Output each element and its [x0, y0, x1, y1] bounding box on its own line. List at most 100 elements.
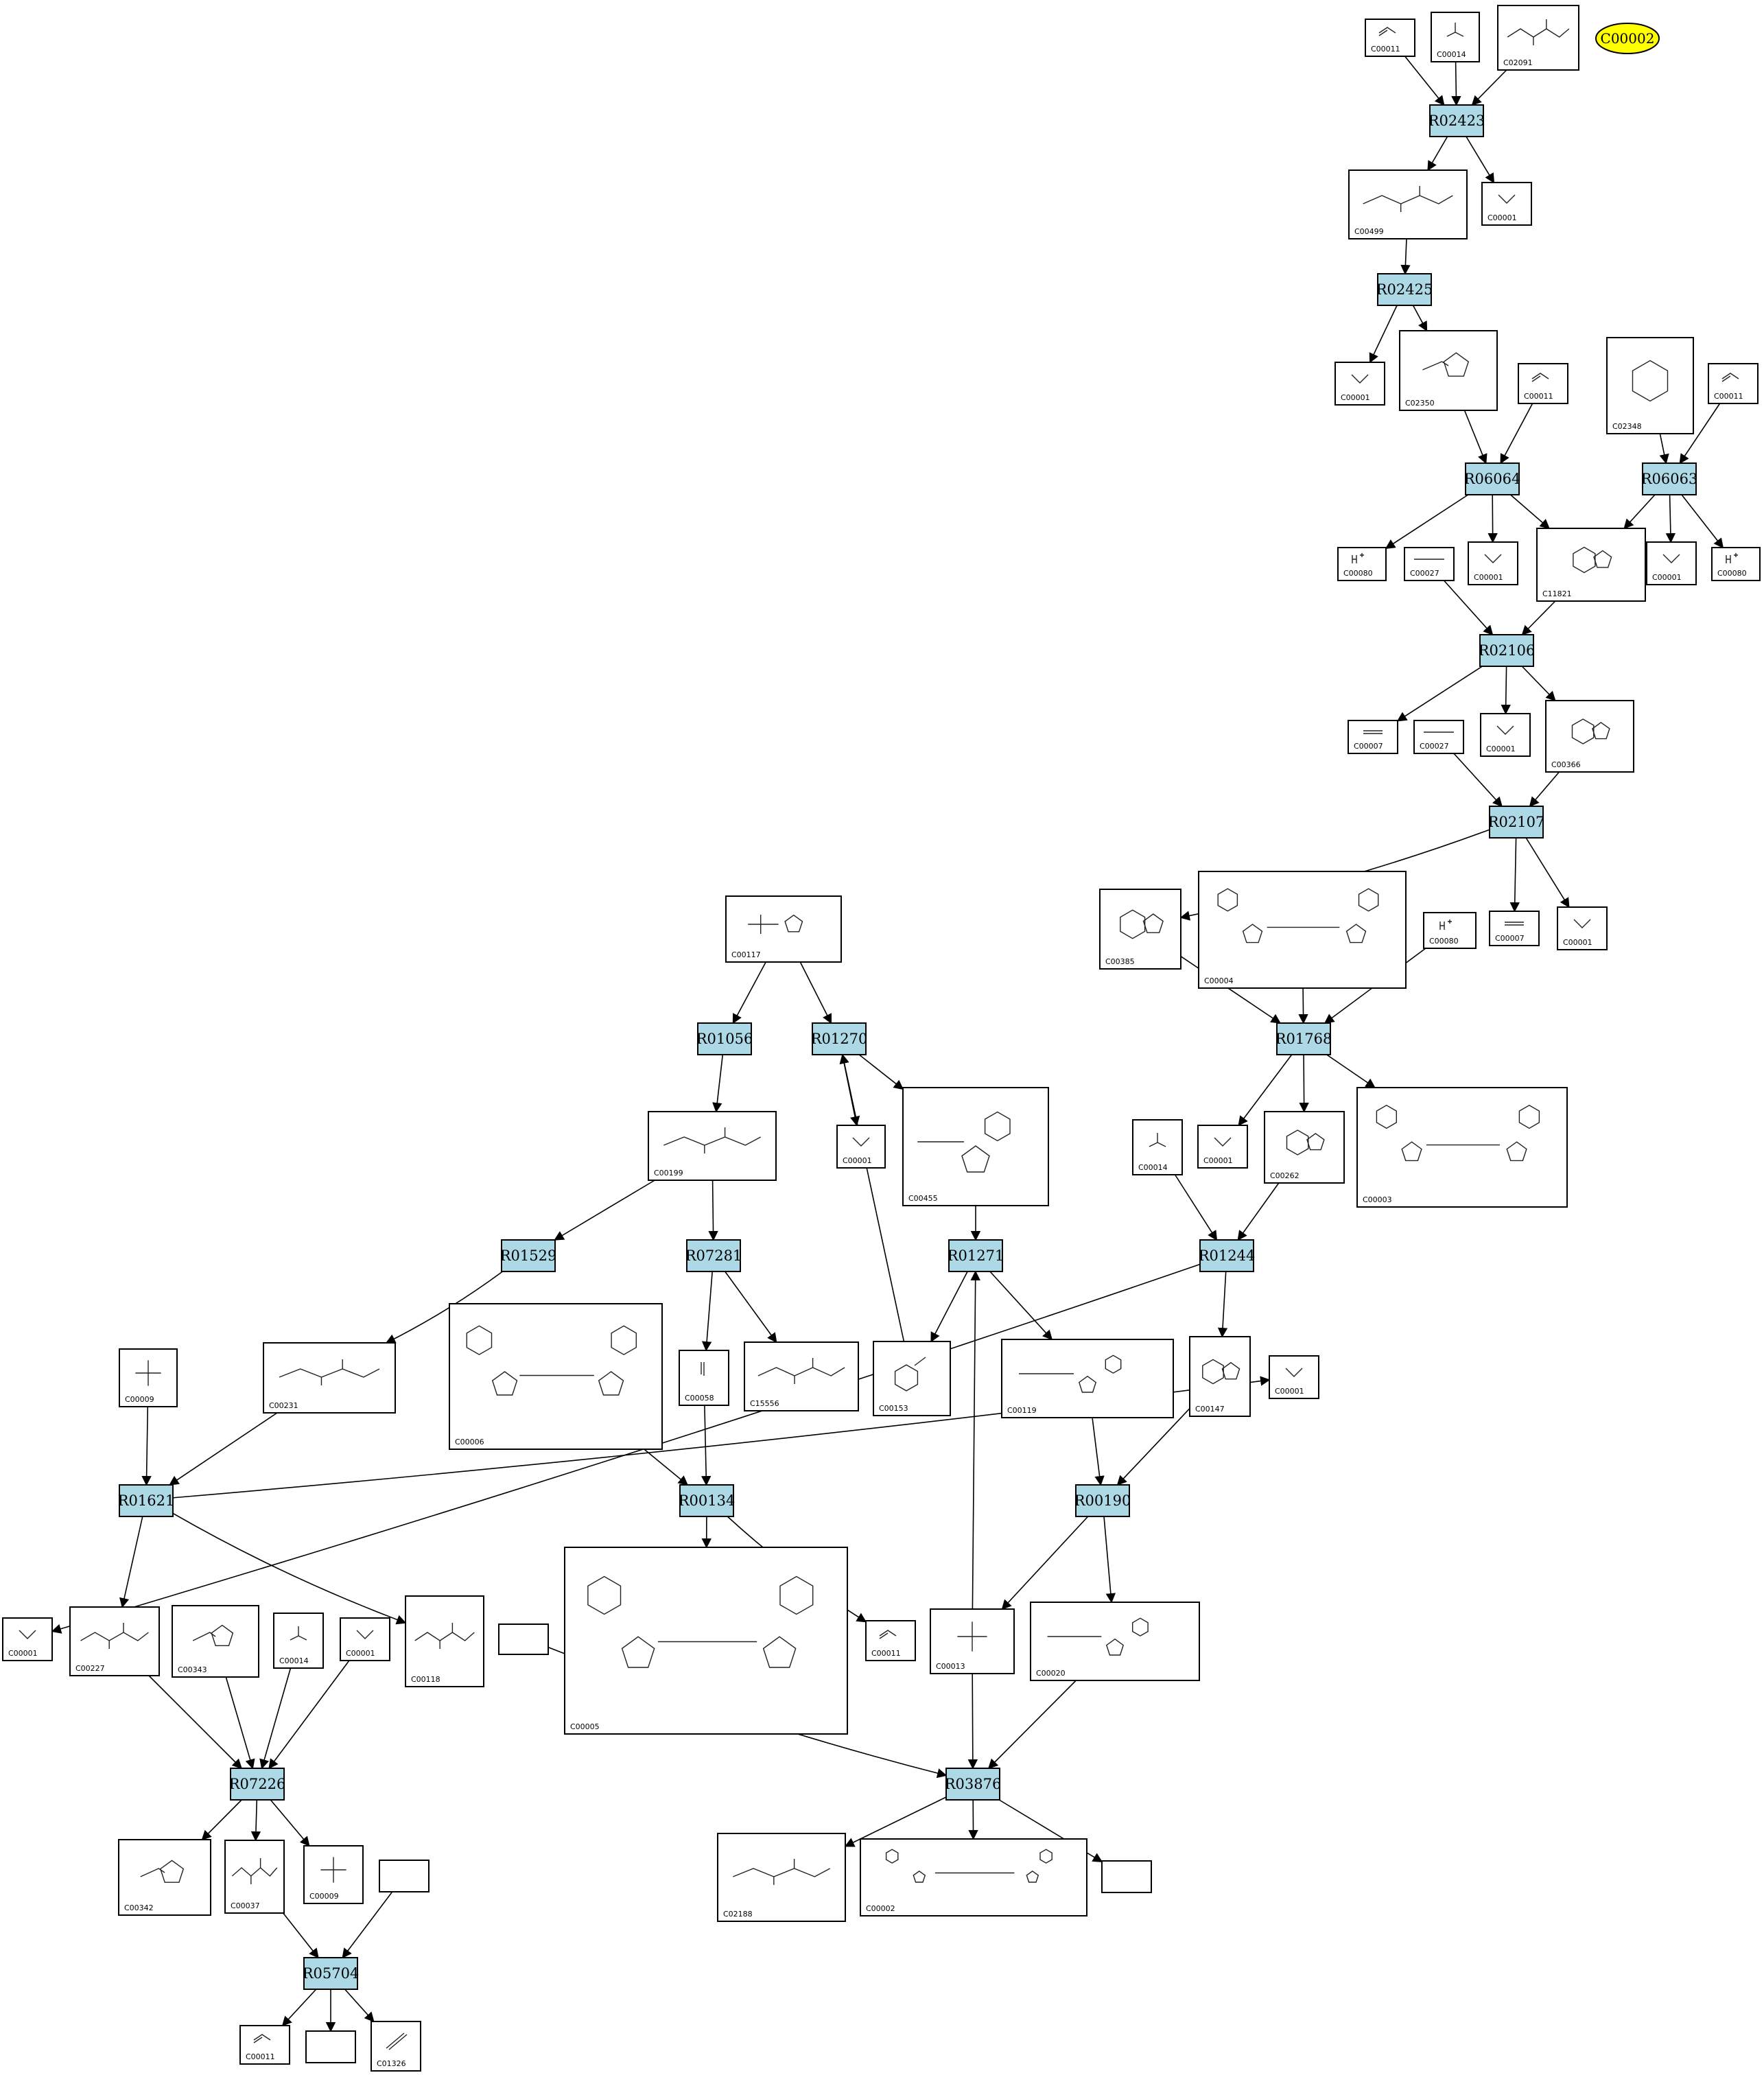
reaction-node-r07281[interactable]: R07281	[685, 1239, 742, 1272]
compound-node-c6[interactable]: C00001	[1334, 362, 1385, 406]
reaction-node-r01768[interactable]: R01768	[1275, 1022, 1332, 1055]
compound-node-c54[interactable]: C00342	[118, 1839, 211, 1916]
reaction-node-r02107[interactable]: R02107	[1488, 806, 1545, 839]
compound-node-c36[interactable]: C00006	[449, 1303, 663, 1450]
reaction-node-r01529[interactable]: R01529	[500, 1239, 557, 1272]
compound-node-c60[interactable]	[1101, 1860, 1152, 1893]
compound-node-c32[interactable]: C00262	[1264, 1111, 1345, 1184]
compound-node-c30[interactable]: C00014	[1132, 1119, 1183, 1175]
compound-node-c28[interactable]: C00455	[902, 1087, 1049, 1206]
compound-node-c46[interactable]: C00014	[273, 1613, 324, 1669]
compound-label: C00080	[1717, 569, 1747, 578]
compound-node-c45[interactable]: C00343	[172, 1605, 259, 1678]
compound-node-c40[interactable]: C00119	[1001, 1339, 1174, 1418]
edge-R03876-to-c60	[998, 1799, 1103, 1863]
compound-node-c8[interactable]: C00011	[1518, 363, 1568, 404]
reaction-box	[230, 1768, 285, 1801]
compound-node-c16[interactable]: C00080	[1711, 547, 1761, 581]
edge-c29-to-R07281	[708, 1180, 718, 1241]
compound-label: C00007	[1354, 742, 1383, 751]
compound-node-c17[interactable]: C00007	[1348, 720, 1398, 754]
reaction-node-r02425[interactable]: R02425	[1376, 273, 1433, 306]
compound-node-c52[interactable]: C00013	[930, 1608, 1015, 1674]
compound-node-c57[interactable]	[379, 1860, 430, 1892]
reaction-node-r03876[interactable]: R03876	[945, 1768, 1002, 1801]
edge-R05704-to-c63	[344, 1989, 375, 2023]
compound-node-c4[interactable]: C00499	[1348, 169, 1468, 239]
compound-node-c23[interactable]: C00004	[1198, 871, 1407, 989]
highlight-compound-node[interactable]: C00002	[1595, 23, 1660, 54]
compound-node-c59[interactable]: C00002	[860, 1838, 1087, 1916]
reaction-node-r00190[interactable]: R00190	[1074, 1484, 1131, 1517]
reaction-node-r01056[interactable]: R01056	[696, 1022, 753, 1055]
compound-label: C00262	[1270, 1171, 1300, 1180]
compound-node-c41[interactable]: C00147	[1189, 1336, 1251, 1417]
reaction-node-r02106[interactable]: R02106	[1479, 634, 1536, 667]
reaction-node-r00134[interactable]: R00134	[679, 1484, 736, 1517]
reaction-node-r05704[interactable]: R05704	[303, 1957, 360, 1990]
compound-node-c20[interactable]: C00366	[1545, 700, 1634, 773]
structure-stroke	[984, 1111, 1011, 1142]
compound-node-c53[interactable]: C00020	[1030, 1602, 1200, 1681]
compound-node-c37[interactable]: C00058	[679, 1350, 729, 1406]
compound-box	[1348, 169, 1468, 239]
compound-node-c48[interactable]: C00118	[405, 1595, 484, 1687]
compound-node-c50[interactable]: C00005	[564, 1547, 848, 1735]
compound-node-c47[interactable]: C00001	[340, 1617, 390, 1661]
reaction-node-r02423[interactable]: R02423	[1428, 104, 1485, 137]
reaction-node-r01270[interactable]: R01270	[811, 1022, 868, 1055]
structure-stroke	[885, 1849, 899, 1864]
compound-node-c5[interactable]: C00001	[1481, 182, 1532, 226]
reaction-node-r06064[interactable]: R06064	[1464, 462, 1521, 495]
compound-node-c34[interactable]: C00009	[119, 1348, 178, 1407]
compound-node-c24[interactable]: C00080	[1423, 912, 1477, 949]
compound-node-c61[interactable]: C00011	[239, 2025, 290, 2065]
reaction-node-r01621[interactable]: R01621	[118, 1484, 175, 1517]
reaction-node-r06063[interactable]: R06063	[1641, 462, 1698, 495]
compound-node-c9[interactable]: C02348	[1606, 337, 1694, 434]
structure-stroke	[1217, 888, 1238, 912]
structure-stroke	[757, 1367, 845, 1376]
compound-node-c29[interactable]: C00199	[648, 1111, 777, 1181]
compound-node-c18[interactable]: C00027	[1413, 720, 1464, 754]
compound-node-c14[interactable]: C11821	[1536, 528, 1646, 602]
compound-node-c62[interactable]	[305, 2030, 356, 2063]
compound-node-c19[interactable]: C00001	[1480, 713, 1531, 757]
compound-node-c27[interactable]: C00001	[836, 1125, 886, 1169]
structure-stroke	[1593, 550, 1612, 568]
compound-node-c33[interactable]: C00003	[1356, 1087, 1568, 1208]
compound-node-c21[interactable]: C00117	[725, 895, 842, 963]
compound-node-c22[interactable]: C00385	[1099, 889, 1181, 970]
reaction-node-r01244[interactable]: R01244	[1199, 1239, 1256, 1272]
compound-node-c3[interactable]: C02091	[1497, 5, 1579, 71]
compound-node-c43[interactable]: C00001	[2, 1617, 53, 1661]
reaction-node-r07226[interactable]: R07226	[229, 1768, 286, 1801]
compound-node-c55[interactable]: C00037	[224, 1840, 285, 1914]
edge-R06063-to-c15	[1665, 494, 1676, 543]
compound-node-c7[interactable]: C02350	[1399, 330, 1498, 411]
compound-node-c49[interactable]	[498, 1623, 549, 1655]
structure-stroke	[1286, 1129, 1309, 1156]
compound-node-c25[interactable]: C00007	[1489, 911, 1540, 946]
reaction-node-r01271[interactable]: R01271	[948, 1239, 1004, 1272]
compound-node-c63[interactable]: C01326	[371, 2021, 421, 2072]
compound-node-c1[interactable]: C00011	[1365, 19, 1415, 57]
compound-node-c39[interactable]: C00153	[873, 1341, 951, 1416]
compound-node-c13[interactable]: C00001	[1468, 541, 1518, 585]
compound-node-c12[interactable]: C00027	[1404, 547, 1455, 581]
compound-node-c42[interactable]: C00001	[1269, 1355, 1319, 1399]
compound-node-c44[interactable]: C00227	[69, 1606, 160, 1676]
compound-node-c15[interactable]: C00001	[1646, 541, 1697, 585]
compound-node-c58[interactable]: C02188	[717, 1833, 846, 1922]
compound-node-c51[interactable]: C00011	[865, 1620, 916, 1661]
compound-node-c26[interactable]: C00001	[1557, 906, 1608, 950]
compound-label: C00118	[411, 1675, 440, 1684]
compound-node-c2[interactable]: C00014	[1431, 12, 1480, 62]
compound-node-c56[interactable]: C00009	[303, 1845, 364, 1904]
compound-node-c35[interactable]: C00231	[263, 1342, 396, 1414]
compound-node-c10[interactable]: C00011	[1708, 363, 1759, 404]
compound-node-c38[interactable]: C15556	[744, 1341, 859, 1411]
compound-node-c11[interactable]: C00080	[1337, 547, 1387, 581]
compound-node-c31[interactable]: C00001	[1197, 1125, 1248, 1169]
edge-c34-to-R01621	[141, 1406, 152, 1486]
